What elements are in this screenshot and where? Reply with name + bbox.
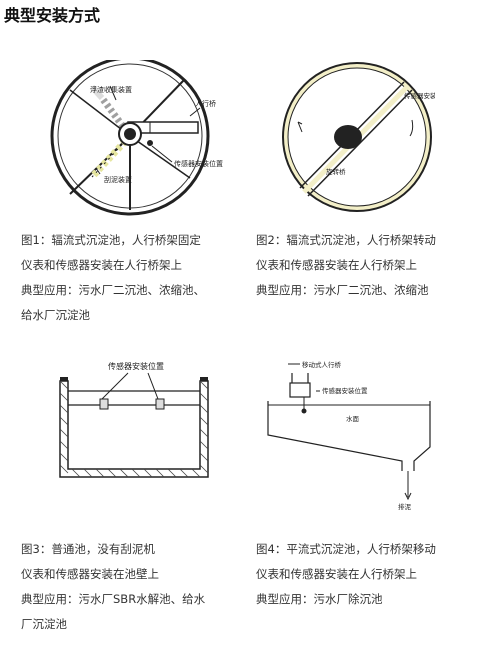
caption-line: 仪表和传感器安装在人行桥架上 <box>256 258 417 272</box>
caption-line: 典型应用：污水厂SBR水解池、给水 <box>21 592 206 606</box>
caption-line: 图1：辐流式沉淀池，人行桥架固定 <box>21 233 201 247</box>
fig4-label-water: 水面 <box>346 414 360 423</box>
figure-4-caption: 图4：平流式沉淀池，人行桥架移动 仪表和传感器安装在人行桥架上 典型应用：污水厂… <box>256 537 436 612</box>
fig4-label-bridge: 移动式人行桥 <box>302 360 342 369</box>
page-title: 典型安装方式 <box>4 6 101 25</box>
caption-line: 图2：辐流式沉淀池，人行桥架转动 <box>256 233 436 247</box>
caption-line: 典型应用：污水厂二沉池、浓缩池、 <box>21 283 205 297</box>
caption-line: 典型应用：污水厂二沉池、浓缩池 <box>256 283 429 297</box>
figure-3-caption: 图3：普通池，没有刮泥机 仪表和传感器安装在池壁上 典型应用：污水厂SBR水解池… <box>21 537 205 637</box>
fig1-label-bridge: 人行桥 <box>195 99 216 108</box>
caption-line: 厂沉淀池 <box>21 617 67 631</box>
fig1-label-sensor: 传感器安装位置 <box>174 159 223 168</box>
fig1-label-scraper: 刮泥装置 <box>104 175 132 184</box>
caption-line: 图4：平流式沉淀池，人行桥架移动 <box>256 542 436 556</box>
fig2-label-sensor: 传感器安装位置 <box>404 91 435 100</box>
figure-1-caption: 图1：辐流式沉淀池，人行桥架固定 仪表和传感器安装在人行桥架上 典型应用：污水厂… <box>21 228 205 328</box>
caption-line: 典型应用：污水厂除沉池 <box>256 592 383 606</box>
figure-1-diagram: 浮渣收集装置 人行桥 传感器安装位置 刮泥装置 <box>50 60 223 216</box>
figure-3-diagram: 传感器安装位置 <box>59 361 209 478</box>
caption-line: 仪表和传感器安装在人行桥架上 <box>256 567 417 581</box>
caption-line: 仪表和传感器安装在池壁上 <box>21 567 159 581</box>
caption-line: 给水厂沉淀池 <box>21 308 90 322</box>
fig2-label-bridge: 旋转桥 <box>326 167 346 176</box>
caption-line: 图3：普通池，没有刮泥机 <box>21 542 155 556</box>
fig3-label-sensor: 传感器安装位置 <box>108 361 164 371</box>
figure-2-diagram: 传感器安装位置 旋转桥 <box>282 62 435 212</box>
fig4-label-sensor: 传感器安装位置 <box>322 386 368 395</box>
fig4-label-outlet: 排泥 <box>398 502 412 511</box>
figure-2-caption: 图2：辐流式沉淀池，人行桥架转动 仪表和传感器安装在人行桥架上 典型应用：污水厂… <box>256 228 436 303</box>
figure-4-diagram: 移动式人行桥 传感器安装位置 水面 排泥 <box>267 360 431 511</box>
fig1-label-scrum: 浮渣收集装置 <box>90 85 132 94</box>
caption-line: 仪表和传感器安装在人行桥架上 <box>21 258 182 272</box>
